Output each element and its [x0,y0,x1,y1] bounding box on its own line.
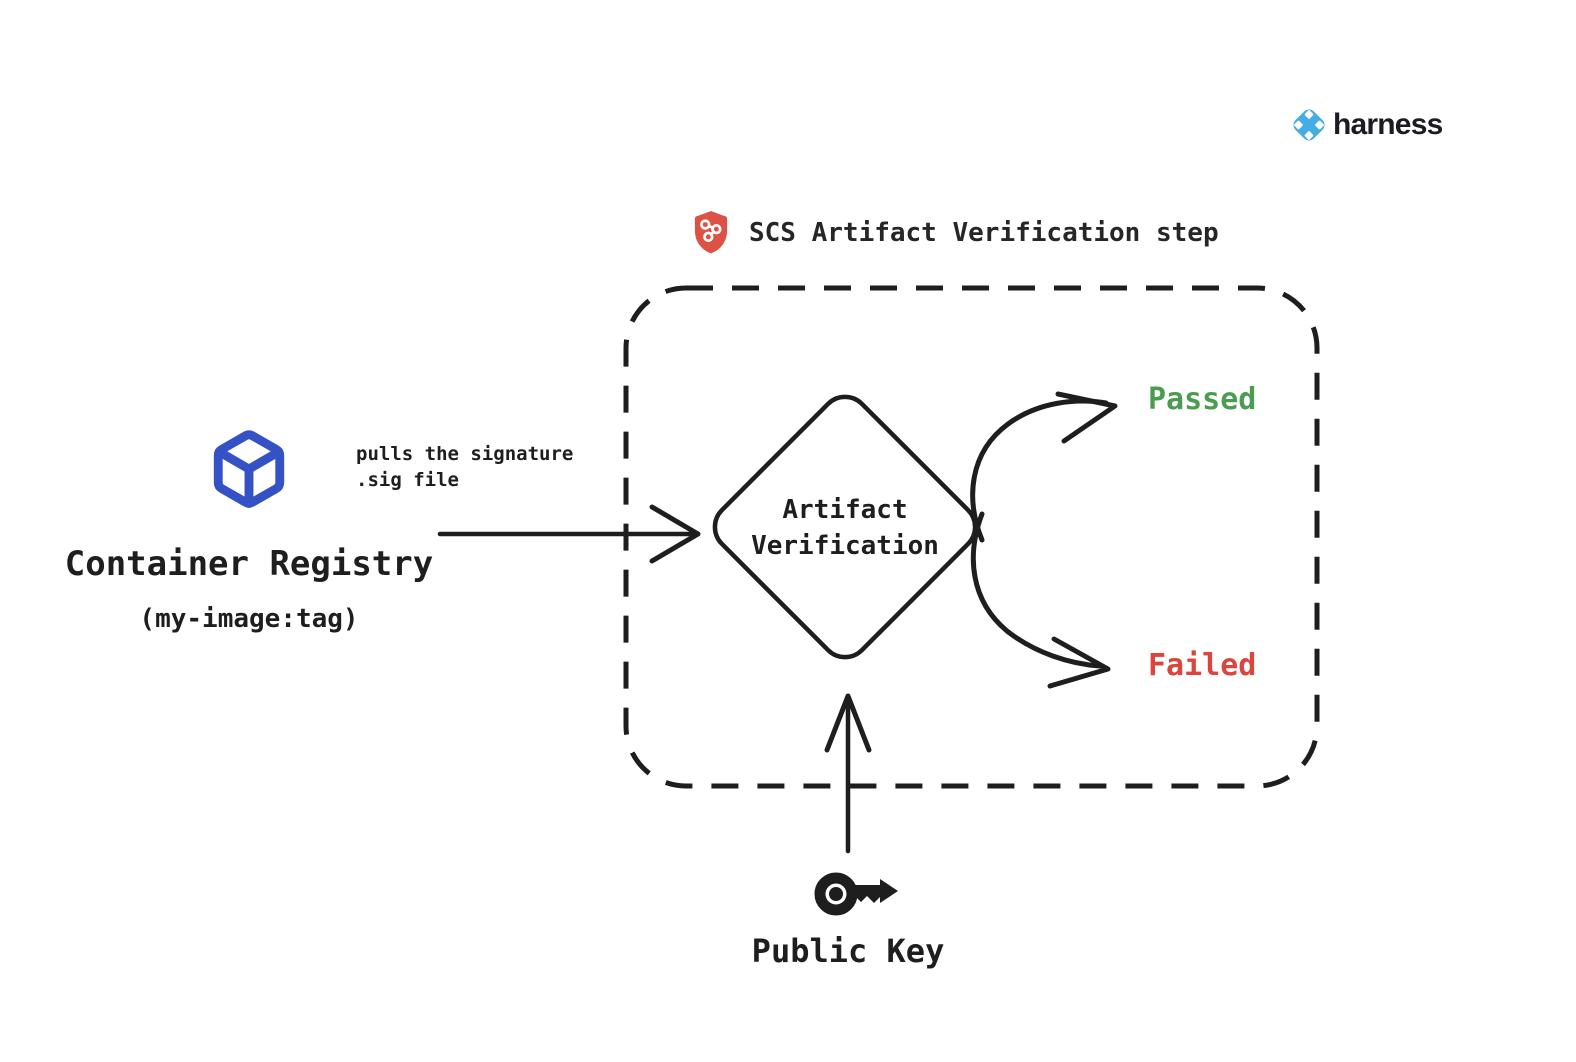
pull-edge-label-line1: pulls the signature [356,443,574,465]
passed-arrow-head [1055,391,1118,444]
key-icon [814,872,898,916]
harness-wordmark: harness [1333,108,1443,141]
container-cube-icon [213,430,285,508]
artifact-verification-label: Artifact Verification [705,492,985,564]
failed-arrow-line [970,511,1103,669]
artifact-verification-line1: Artifact [782,495,908,525]
scs-step-title: SCS Artifact Verification step [749,218,1219,248]
artifact-verification-line2: Verification [751,531,939,561]
harness-logo-icon [1293,109,1325,141]
public-key-arrow-head [824,693,872,753]
harness-logo: harness [1288,104,1443,146]
pull-edge-label: pulls the signature .sig file [356,441,618,493]
public-key-label: Public Key [751,932,945,970]
decision-diamond [712,394,978,660]
scs-shield-icon [694,210,728,254]
pull-arrow-head [649,504,701,564]
verification-step-boundary [623,285,1320,789]
passed-arrow-line [970,398,1109,543]
pull-edge-label-line2: .sig file [356,469,459,491]
scs-step-header: SCS Artifact Verification step [688,208,1219,258]
passed-outcome-label: Passed [1148,382,1257,417]
failed-outcome-label: Failed [1148,648,1257,683]
container-registry-image-tag: (my-image:tag) [139,604,359,634]
container-registry-label: Container Registry [64,544,434,584]
failed-arrow-head [1047,636,1111,689]
